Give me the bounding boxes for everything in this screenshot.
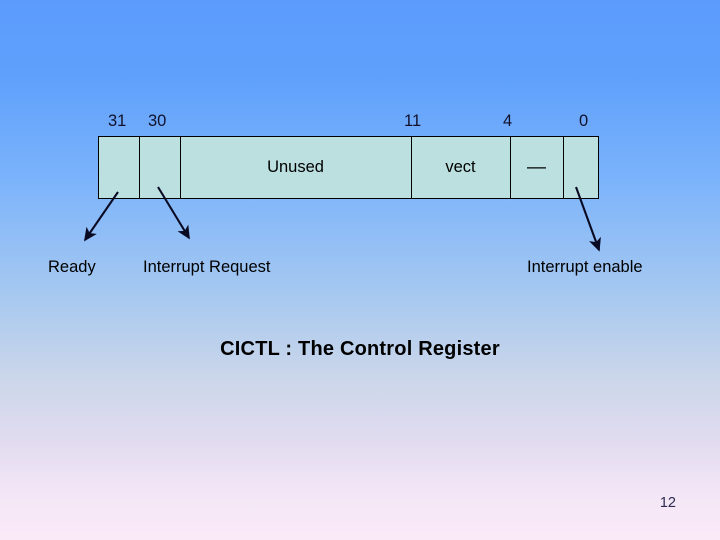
bit-tick-4: 4 bbox=[503, 112, 513, 130]
register-field-reserved-dash: — bbox=[527, 157, 546, 178]
register-field-vect: vect bbox=[445, 158, 476, 176]
register-diagram: Unused vect — bbox=[98, 136, 599, 199]
callout-label-ready: Ready bbox=[48, 258, 96, 276]
bit-tick-31: 31 bbox=[108, 112, 127, 130]
callout-label-interrupt-request: Interrupt Request bbox=[143, 258, 271, 276]
bit-tick-11: 11 bbox=[404, 112, 422, 130]
register-field-unused: Unused bbox=[267, 158, 324, 176]
register-divider-dash-ie bbox=[563, 136, 564, 199]
register-divider-30-unused bbox=[180, 136, 181, 199]
callout-label-interrupt-enable: Interrupt enable bbox=[527, 258, 643, 276]
bit-tick-30: 30 bbox=[148, 112, 167, 130]
register-divider-31-30 bbox=[139, 136, 140, 199]
slide-title: CICTL : The Control Register bbox=[220, 338, 500, 360]
page-number: 12 bbox=[659, 495, 676, 511]
register-divider-unused-vect bbox=[411, 136, 412, 199]
arrow-to-ready bbox=[84, 191, 119, 242]
bit-tick-0: 0 bbox=[579, 112, 589, 130]
register-divider-vect-dash bbox=[510, 136, 511, 199]
